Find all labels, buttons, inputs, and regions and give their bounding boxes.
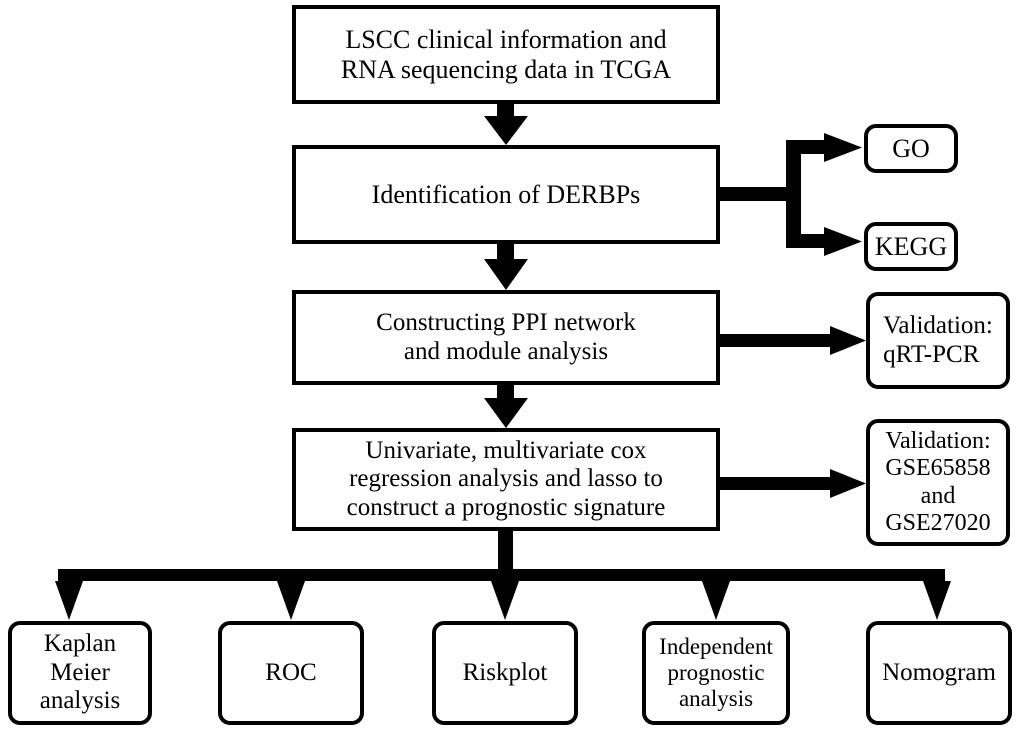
edge-identification-to-ppi xyxy=(484,243,528,290)
node-riskplot-label: Riskplot xyxy=(462,658,548,686)
node-kegg[interactable]: KEGG xyxy=(864,222,958,271)
node-identification[interactable]: Identification of DERBPs xyxy=(292,145,720,244)
node-nomogram-label: Nomogram xyxy=(882,658,996,686)
edge-datasource-to-identification xyxy=(484,100,528,145)
node-roc[interactable]: ROC xyxy=(218,621,364,725)
node-kegg-label: KEGG xyxy=(874,231,948,261)
node-data-source-label: LSCC clinical information and RNA sequen… xyxy=(340,24,672,84)
node-roc-label: ROC xyxy=(265,658,317,686)
node-ppi-network-label: Constructing PPI network and module anal… xyxy=(376,309,636,365)
node-validation-gse-label: Validation: GSE65858 and GSE27020 xyxy=(885,427,991,536)
node-riskplot[interactable]: Riskplot xyxy=(432,621,578,725)
node-nomogram[interactable]: Nomogram xyxy=(866,621,1012,725)
node-cox-regression[interactable]: Univariate, multivariate cox regression … xyxy=(292,428,720,531)
node-independent-prognostic-analysis-label: Independent prognostic analysis xyxy=(659,633,773,712)
node-identification-label: Identification of DERBPs xyxy=(371,179,641,209)
node-validation-qrtpcr[interactable]: Validation: qRT-PCR xyxy=(866,292,1010,389)
node-kaplan-meier-analysis[interactable]: Kaplan Meier analysis xyxy=(8,621,152,725)
node-validation-qrtpcr-label: Validation: qRT-PCR xyxy=(883,312,993,368)
edge-cox-to-bottom-bus xyxy=(55,530,951,620)
node-kaplan-meier-analysis-label: Kaplan Meier analysis xyxy=(39,630,121,715)
edge-identification-to-go-kegg xyxy=(716,133,862,256)
node-validation-gse[interactable]: Validation: GSE65858 and GSE27020 xyxy=(866,419,1010,546)
node-data-source[interactable]: LSCC clinical information and RNA sequen… xyxy=(292,5,720,104)
edge-ppi-to-cox xyxy=(484,384,528,428)
node-cox-regression-label: Univariate, multivariate cox regression … xyxy=(346,436,666,521)
node-ppi-network[interactable]: Constructing PPI network and module anal… xyxy=(292,290,720,385)
edge-cox-to-validation-gse xyxy=(716,469,866,498)
node-independent-prognostic-analysis[interactable]: Independent prognostic analysis xyxy=(642,621,790,725)
edge-ppi-to-validation-qrtpcr xyxy=(716,326,866,355)
node-go-label: GO xyxy=(892,133,930,163)
node-go[interactable]: GO xyxy=(864,124,958,173)
